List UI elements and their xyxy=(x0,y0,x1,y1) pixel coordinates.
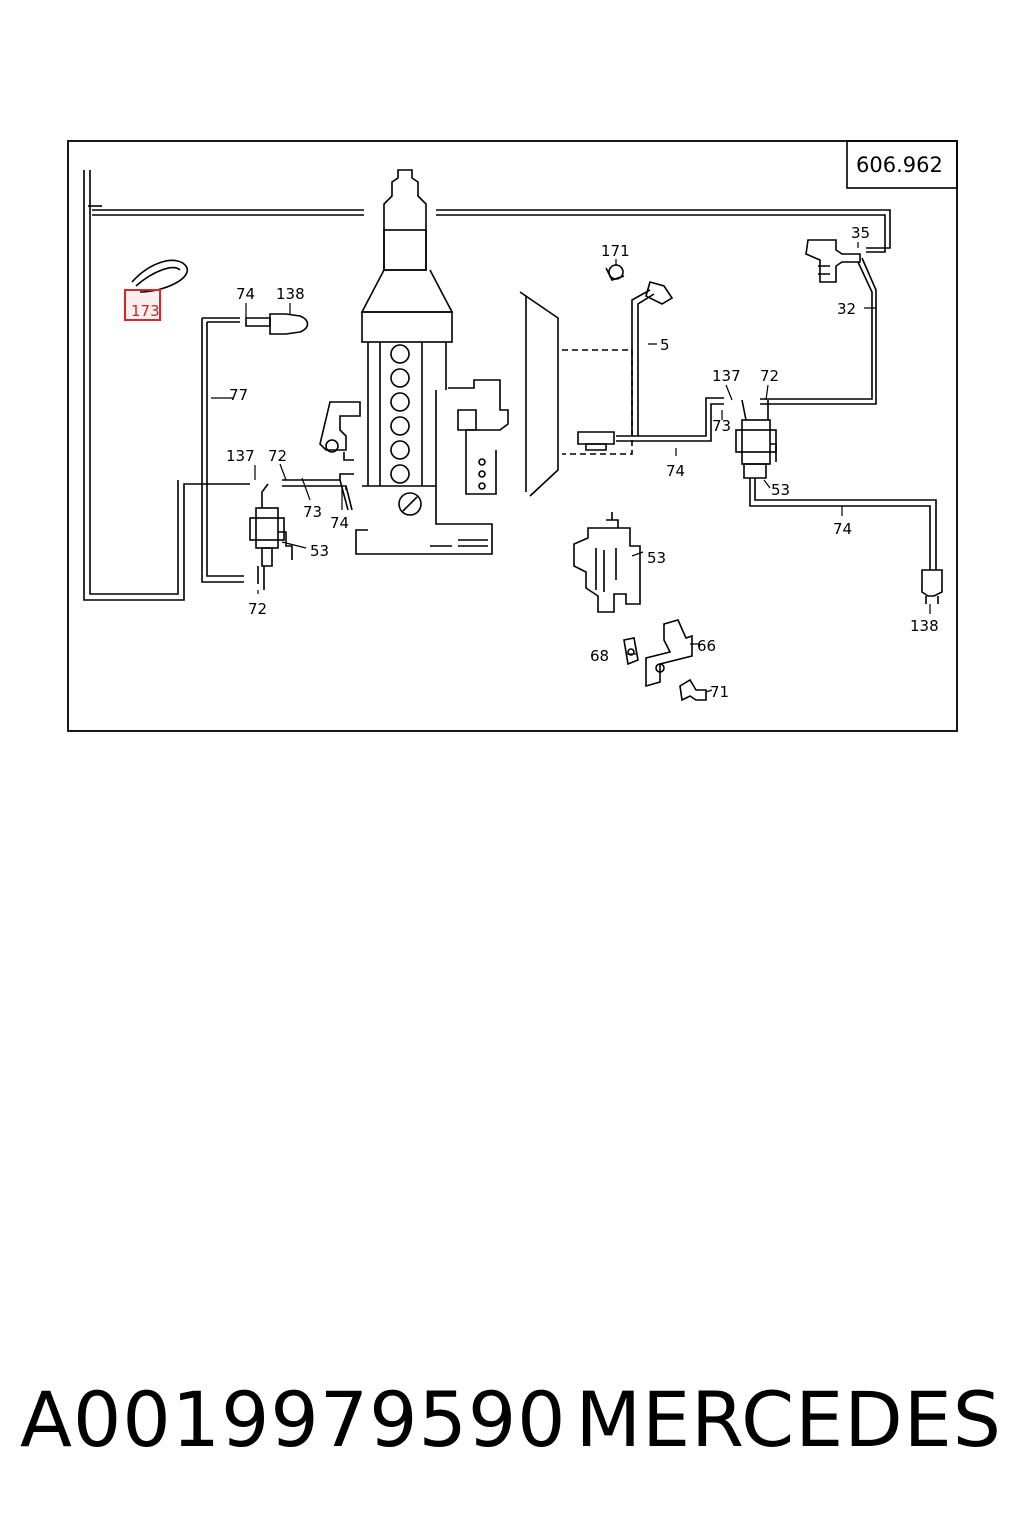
leader-lines xyxy=(211,242,931,693)
callout-173: 173 xyxy=(131,302,160,320)
throttle-actuator xyxy=(448,379,509,495)
clip-171 xyxy=(605,264,625,281)
bracket-66 xyxy=(645,619,693,688)
callout-73-left: 73 xyxy=(303,503,322,521)
callout-72-left-bottom: 72 xyxy=(248,600,267,618)
bolt-71 xyxy=(679,678,707,702)
callout-74-mid-left: 74 xyxy=(330,514,349,532)
callout-71: 71 xyxy=(710,683,729,701)
callout-74-right: 74 xyxy=(833,520,852,538)
callout-35: 35 xyxy=(851,224,870,242)
connector-138-right xyxy=(921,569,943,604)
callout-138-top: 138 xyxy=(276,285,305,303)
highlight-box-173 xyxy=(124,289,161,321)
connector-138-top xyxy=(245,313,309,335)
callout-32: 32 xyxy=(837,300,856,318)
callout-74-center: 74 xyxy=(666,462,685,480)
callout-72-left-top: 72 xyxy=(268,447,287,465)
part-number: A0019979590 xyxy=(20,1375,567,1464)
callout-137-right: 137 xyxy=(712,367,741,385)
callout-77: 77 xyxy=(229,386,248,404)
callout-171: 171 xyxy=(601,242,630,260)
callout-138-right: 138 xyxy=(910,617,939,635)
callout-72-right: 72 xyxy=(760,367,779,385)
part-footer: A0019979590 MERCEDES xyxy=(0,1370,1024,1470)
valve-53-loose xyxy=(573,512,641,613)
valve-53-left xyxy=(249,507,293,567)
vacuum-unit xyxy=(805,239,861,283)
callout-53-right: 53 xyxy=(771,481,790,499)
reference-code-box xyxy=(846,140,958,189)
callout-137-left: 137 xyxy=(226,447,255,465)
callout-68: 68 xyxy=(590,647,609,665)
vacuum-lines xyxy=(83,170,937,601)
mounting-panel xyxy=(519,291,633,497)
reference-code: 606.962 xyxy=(856,153,943,177)
callout-53-loose: 53 xyxy=(647,549,666,567)
parts-diagram: 606.962 173 171 5 35 32 74 138 77 137 72… xyxy=(67,140,958,732)
valve-53-right xyxy=(735,419,777,479)
callout-5: 5 xyxy=(660,336,670,354)
callout-73-right: 73 xyxy=(712,417,731,435)
callout-53-left: 53 xyxy=(310,542,329,560)
diagram-frame xyxy=(67,140,958,732)
brand-name: MERCEDES xyxy=(575,1375,1002,1464)
clip-68 xyxy=(623,637,639,666)
clamp-173 xyxy=(131,259,189,293)
injection-pump xyxy=(319,169,493,555)
callout-66: 66 xyxy=(697,637,716,655)
sensor-5 xyxy=(645,281,674,305)
callout-74-top: 74 xyxy=(236,285,255,303)
